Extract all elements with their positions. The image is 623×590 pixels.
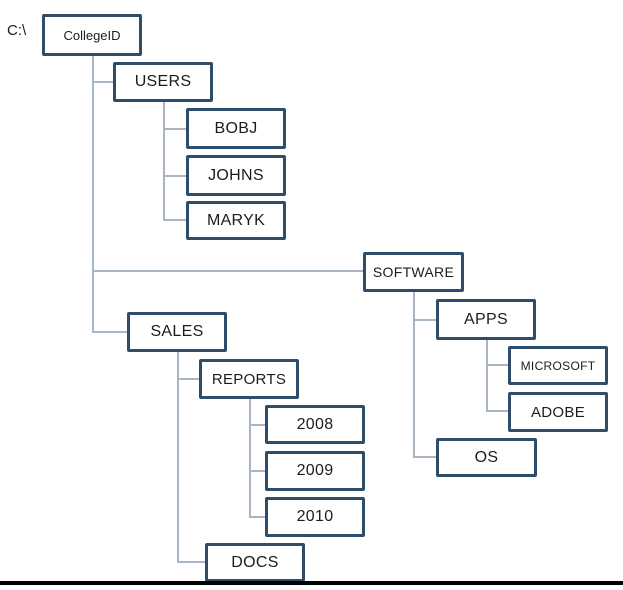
connector-trunk-root xyxy=(92,56,94,333)
node-reports: REPORTS xyxy=(199,359,299,399)
connector-stub-apps xyxy=(413,319,436,321)
bottom-divider-bar xyxy=(0,581,623,585)
connector-stub-sales xyxy=(92,331,127,333)
node-software: SOFTWARE xyxy=(363,252,464,292)
node-os: OS xyxy=(436,438,537,477)
connector-trunk-sales xyxy=(177,352,179,563)
node-adobe: ADOBE xyxy=(508,392,608,432)
connector-stub-microsoft xyxy=(486,364,508,366)
drive-label: C:\ xyxy=(7,22,27,39)
node-2010: 2010 xyxy=(265,497,365,537)
connector-trunk-reports xyxy=(249,399,251,517)
connector-stub-2008 xyxy=(249,424,265,426)
connector-stub-docs xyxy=(177,561,205,563)
connector-trunk-apps xyxy=(486,340,488,412)
connector-stub-2010 xyxy=(249,516,265,518)
connector-stub-johns xyxy=(163,175,186,177)
connector-stub-adobe xyxy=(486,410,508,412)
connector-trunk-users xyxy=(163,102,165,221)
connector-stub-2009 xyxy=(249,470,265,472)
node-microsoft: MICROSOFT xyxy=(508,346,608,385)
node-2009: 2009 xyxy=(265,451,365,491)
node-apps: APPS xyxy=(436,299,536,340)
connector-stub-software xyxy=(92,270,363,272)
node-2008: 2008 xyxy=(265,405,365,444)
node-users: USERS xyxy=(113,62,213,102)
connector-stub-users xyxy=(92,81,113,83)
connector-stub-maryk xyxy=(163,219,186,221)
connector-stub-bobj xyxy=(163,128,186,130)
node-docs: DOCS xyxy=(205,543,305,582)
connector-trunk-software xyxy=(413,292,415,458)
node-bobj: BOBJ xyxy=(186,108,286,149)
node-maryk: MARYK xyxy=(186,201,286,240)
connector-stub-reports xyxy=(177,378,199,380)
node-johns: JOHNS xyxy=(186,155,286,196)
node-sales: SALES xyxy=(127,312,227,352)
node-collegeid: CollegeID xyxy=(42,14,142,56)
connector-stub-os xyxy=(413,456,436,458)
